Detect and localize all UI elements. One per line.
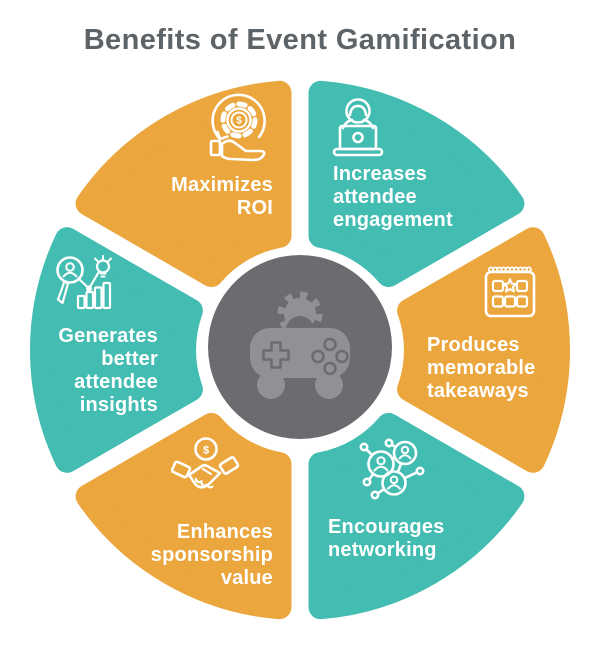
label-line: attendee xyxy=(74,371,158,393)
magnifier-insights-icon xyxy=(56,255,112,310)
segment-shape-increases-attendee-engagement xyxy=(308,80,525,288)
segment-label-maximizes-roi: Maximizes ROI xyxy=(171,174,273,220)
segment-shape-produces-memorable-takeaways xyxy=(397,227,570,473)
label-line: takeaways xyxy=(427,380,529,402)
gear-arch-cutout xyxy=(286,316,314,330)
dpad-icon xyxy=(262,341,290,369)
controller-grip-right xyxy=(315,371,343,399)
label-line: ROI xyxy=(236,197,273,219)
svg-text:$: $ xyxy=(203,445,209,457)
label-line: Increases xyxy=(333,163,428,185)
controller-dip xyxy=(290,384,310,404)
label-line: networking xyxy=(328,539,437,561)
handshake-dollar-icon: $ xyxy=(170,437,240,489)
calendar-star-icon xyxy=(484,266,536,318)
label-line: Produces xyxy=(427,334,520,356)
label-line: value xyxy=(220,567,273,589)
game-controller-gear-icon xyxy=(250,291,350,404)
label-line: engagement xyxy=(333,209,453,231)
label-line: Enhances xyxy=(176,521,273,543)
gear-teeth xyxy=(277,291,323,337)
segment-label-generates-better-attendee-insights: Generates better attendee insights xyxy=(58,325,158,417)
segment-label-encourages-networking: Encourages networking xyxy=(328,516,444,562)
svg-text:$: $ xyxy=(236,116,242,127)
label-line: Generates xyxy=(58,325,158,347)
label-line: memorable xyxy=(427,357,536,379)
segment-label-produces-memorable-takeaways: Produces memorable takeaways xyxy=(427,334,536,403)
label-line: attendee xyxy=(333,186,417,208)
network-people-icon xyxy=(359,438,425,500)
star-icon xyxy=(502,278,518,293)
segment-label-increases-attendee-engagement: Increases attendee engagement xyxy=(333,163,453,232)
segment-shape-generates-better-attendee-insights xyxy=(30,227,203,473)
controller-grip-left xyxy=(257,371,285,399)
controller-buttons xyxy=(311,337,349,376)
hand-gear-dollar-icon: $ xyxy=(209,93,266,162)
page-title: Benefits of Event Gamification xyxy=(83,24,517,56)
label-line: sponsorship xyxy=(150,544,273,566)
segment-label-enhances-sponsorship-value: Enhances sponsorship value xyxy=(151,521,273,590)
label-line: Encourages xyxy=(328,516,445,538)
attendee-laptop-icon xyxy=(332,98,384,157)
label-line: insights xyxy=(79,394,158,416)
segment-shape-encourages-networking xyxy=(308,412,525,620)
label-line: Maximizes xyxy=(171,174,273,196)
label-line: better xyxy=(101,348,158,370)
